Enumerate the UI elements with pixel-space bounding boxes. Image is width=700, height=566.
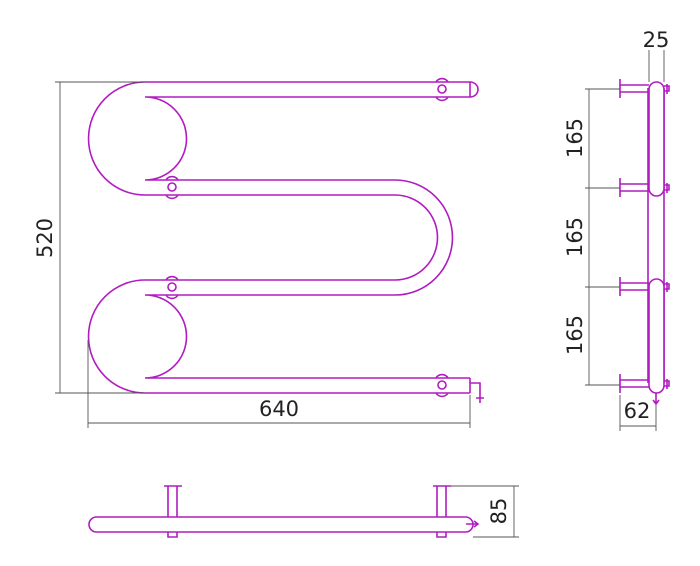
wall-brackets — [619, 79, 670, 406]
spacing-label-3: 165 — [563, 315, 587, 355]
spacing-label-2: 165 — [563, 217, 587, 257]
bottom-tube — [88, 516, 474, 533]
top-label: 25 — [643, 28, 670, 52]
front-view: 520 640 — [33, 77, 484, 428]
drain-fitting — [470, 382, 484, 403]
height-label: 520 — [33, 218, 57, 258]
tube-section — [648, 278, 665, 394]
height-dimension: 520 — [33, 81, 145, 394]
spacing-label-1: 165 — [563, 118, 587, 158]
serpentine-inner — [144, 96, 470, 379]
top-diameter-dimension: 25 — [643, 28, 670, 82]
serpentine-outer — [87, 81, 470, 394]
bottom-view: 85 — [88, 485, 519, 538]
tube-section — [648, 81, 665, 197]
top-end-cap — [469, 81, 479, 98]
bottom-depth-dimension: 85 — [451, 485, 519, 538]
side-view: 165 165 165 25 62 — [563, 28, 670, 431]
width-label: 640 — [259, 397, 299, 421]
spacing-dimension: 165 165 165 — [563, 88, 620, 386]
mount-points — [165, 77, 449, 398]
side-depth-label: 62 — [624, 399, 651, 423]
depth-dimension: 62 — [619, 395, 657, 431]
width-dimension: 640 — [87, 340, 471, 428]
bottom-depth-label: 85 — [487, 498, 511, 525]
